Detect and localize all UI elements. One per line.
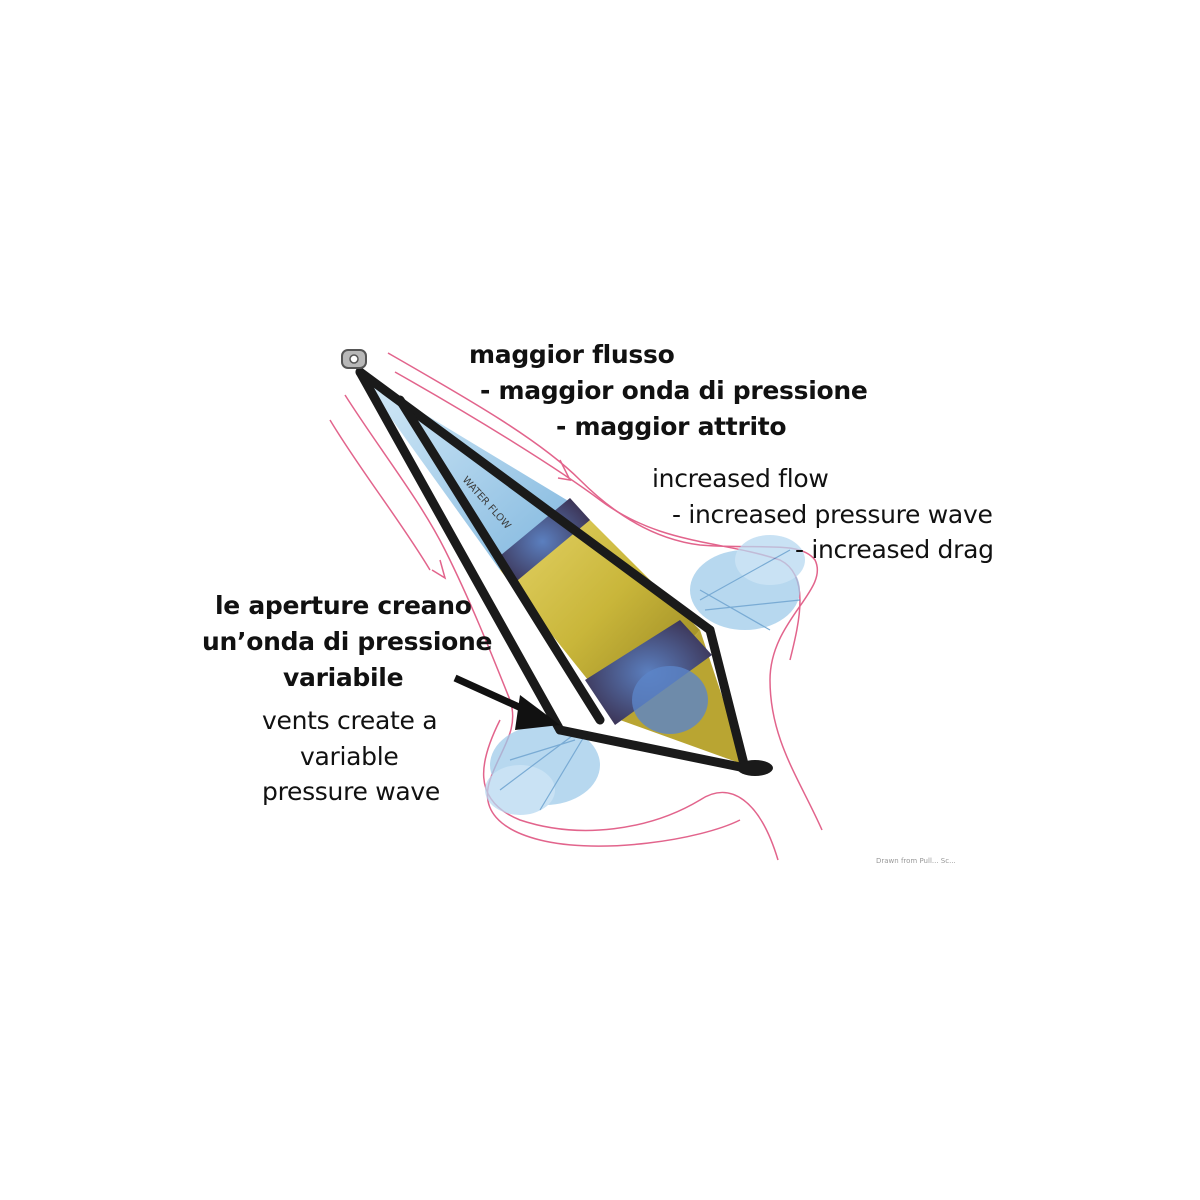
en-top-line-1: increased flow [652, 464, 829, 493]
en-left-line-2: variable [300, 742, 399, 771]
it-left-line-2: un’onda di pressione [202, 627, 493, 656]
water-spray-right [690, 535, 805, 631]
en-left-line-1: vents create a [262, 706, 438, 735]
en-top-line-3: - increased drag [795, 535, 994, 564]
drogue-body [355, 367, 773, 776]
en-top-line-2: - increased pressure wave [672, 500, 993, 529]
it-top-line-2: - maggior onda di pressione [480, 376, 868, 405]
it-left-line-1: le aperture creano [215, 591, 472, 620]
arrow-icon [453, 674, 560, 730]
it-left-line-3: variabile [283, 663, 404, 692]
shackle-icon [341, 349, 367, 369]
it-top-line-1: maggior flusso [469, 340, 675, 369]
water-spray-left [485, 725, 600, 815]
it-top-line-3: - maggior attrito [556, 412, 787, 441]
credit-text: Drawn from Pull... Sc... [876, 857, 956, 865]
en-left-line-3: pressure wave [262, 777, 440, 806]
